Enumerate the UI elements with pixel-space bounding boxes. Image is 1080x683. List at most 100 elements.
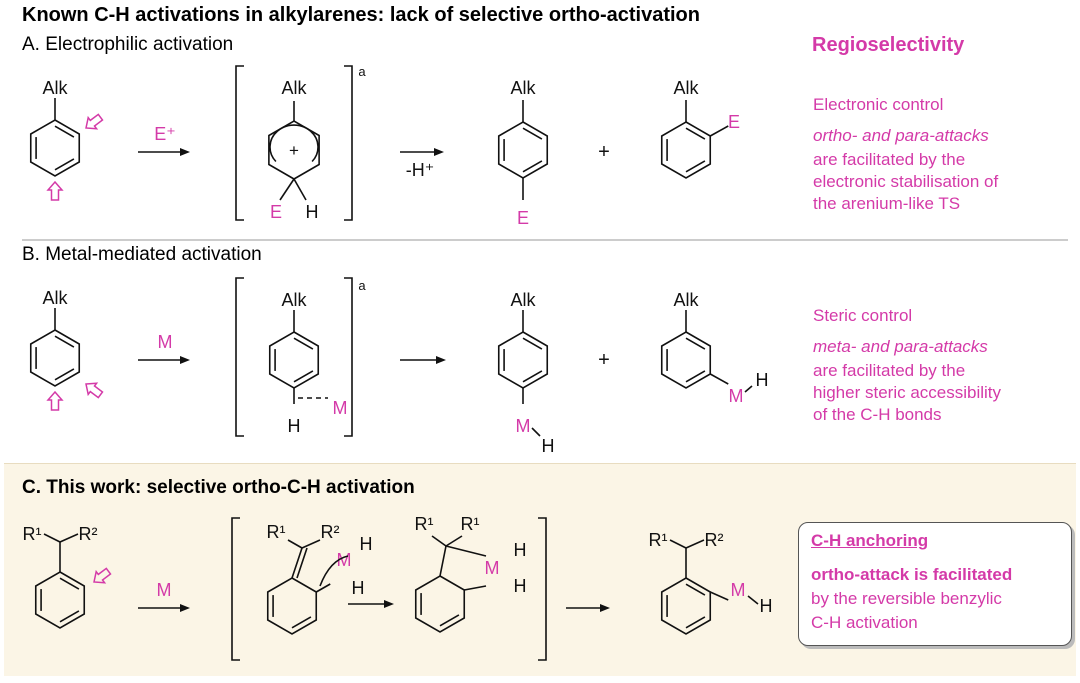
b-reaction-arrow-2-head — [436, 356, 446, 364]
a-reaction-arrow-1-head — [180, 148, 190, 156]
c-int1-r1-label: R¹ — [267, 522, 286, 542]
c-int1-r1-bond — [287, 539, 303, 549]
b-product-para-ring — [497, 331, 549, 389]
panel-b-line-3: of the C-H bonds — [813, 405, 942, 424]
c-int2-r1-bond — [431, 535, 447, 547]
c-int1-mh-top-label: H — [360, 534, 373, 554]
ch-anchoring-box: C-H anchoring ortho-attack is facilitate… — [798, 522, 1072, 646]
b-intermediate-alk-label: Alk — [281, 290, 307, 310]
b-para-h-label: H — [542, 436, 555, 456]
b-bracket-left — [235, 277, 244, 437]
b-start-ring — [29, 329, 81, 387]
c-int1-ortho-h-bond — [315, 583, 331, 593]
c-int2-m-label: M — [485, 558, 500, 578]
a-para-alk-label: Alk — [510, 78, 536, 98]
panel-c-line-2: C-H activation — [811, 613, 918, 632]
section-a-title: A. Electrophilic activation — [22, 34, 234, 55]
panel-a-line-3: the arenium-like TS — [813, 194, 961, 213]
panel-a-bold-line: ortho- and para-attacks — [813, 126, 989, 145]
c-int1-r2-label: R² — [321, 522, 340, 542]
a-product-para-ring — [497, 121, 549, 179]
c-reaction-arrow-2-head — [384, 600, 394, 608]
c-int2-r1b-label: R¹ — [461, 514, 480, 534]
a-product-ortho-ring — [660, 121, 712, 179]
steric-control-heading: Steric control — [813, 306, 913, 325]
b-bracket-right — [344, 277, 353, 437]
b-intermediate-ring — [268, 331, 320, 389]
c-reaction-arrow-1-head — [180, 604, 190, 612]
section-b-title: B. Metal-mediated activation — [22, 244, 262, 265]
c-product-h-label: H — [760, 596, 773, 616]
a-ortho-e-bond — [709, 125, 729, 137]
c-intermediate2-ring-double-bond — [439, 614, 460, 627]
c-int1-benzylic-double — [296, 547, 308, 579]
b-product-para-ring-double-bond — [522, 337, 543, 350]
c-reagent-label: M — [157, 580, 172, 600]
c-int2-r1b-bond — [445, 535, 463, 547]
c-start-r2-label: R² — [79, 524, 98, 544]
c-start-ring — [34, 571, 86, 629]
b-meta-alk-label: Alk — [673, 290, 699, 310]
c-intermediate1-ring-double-bond — [291, 616, 312, 629]
b-intermediate-h-label: H — [288, 416, 301, 436]
a-arenium-h-bond — [293, 178, 307, 201]
panel-c-bold-line: ortho-attack is facilitated — [811, 565, 1013, 584]
b-start-ring-double-bond — [54, 335, 75, 348]
c-product-m-label: M — [731, 580, 746, 600]
c-start-ring-double-bond — [59, 610, 80, 623]
a-arenium-delocalisation-arc — [269, 124, 319, 163]
a-start-ring-double-bond — [54, 125, 75, 138]
b-para-mh-bond — [531, 427, 541, 437]
c-int1-agostic-arc — [319, 555, 349, 587]
b-reagent-label: M — [158, 332, 173, 352]
b-meta-mh-bond — [744, 385, 753, 393]
c-product-m-bond — [709, 591, 729, 601]
section-c-title: C. This work: selective ortho-C-H activa… — [22, 477, 415, 498]
c-bracket-right — [538, 517, 547, 661]
panel-b-line-1: are facilitated by the — [813, 361, 966, 380]
c-ortho-attack-arrow — [93, 567, 112, 584]
c-int1-m-label: M — [337, 550, 352, 570]
b-meta-m-label: M — [729, 386, 744, 406]
panel-b-bold-line: meta- and para-attacks — [813, 337, 988, 356]
a-footnote-label: a — [358, 64, 366, 79]
a-para-e-label: E — [517, 208, 529, 228]
c-int1-r2-bond — [301, 539, 321, 549]
c-int2-benzylic-bond — [439, 545, 447, 577]
c-start-ring-double-bond — [59, 577, 80, 590]
panel-a-line-1: are facilitated by the — [813, 150, 966, 169]
c-intermediate1-ring — [266, 577, 318, 635]
a-arenium-e-label: E — [270, 202, 282, 222]
regioselectivity-heading: Regioselectivity — [812, 34, 965, 56]
c-int2-h-bottom-label: H — [514, 576, 527, 596]
c-start-r1-label: R¹ — [23, 524, 42, 544]
b-reaction-arrow-1-head — [180, 356, 190, 364]
c-product-ring-double-bond — [685, 616, 706, 629]
b-intermediate-m-label: M — [333, 398, 348, 418]
figure-title: Known C-H activations in alkylarenes: la… — [22, 4, 700, 26]
c-int2-h-top-label: H — [514, 540, 527, 560]
b-meta-attack-arrow — [85, 382, 104, 399]
c-int1-benzylic-bond — [291, 547, 303, 579]
a-product-ortho-ring-double-bond — [685, 127, 706, 140]
a-para-attack-arrow — [46, 180, 64, 201]
c-product-r2-bond — [685, 539, 705, 549]
a-product-para-ring-double-bond — [522, 127, 543, 140]
c-int2-r1-label: R¹ — [415, 514, 434, 534]
c-product-mh-bond — [747, 595, 759, 605]
c-product-r1-label: R¹ — [649, 530, 668, 550]
b-meta-h-label: H — [756, 370, 769, 390]
a-bracket-right — [344, 65, 353, 221]
panel-a-line-2: electronic stabilisation of — [813, 172, 999, 191]
a-arenium-alk-label: Alk — [281, 78, 307, 98]
c-product-ring-double-bond — [685, 583, 706, 596]
a-ortho-e-label: E — [728, 112, 740, 132]
c-int2-metallacycle-side — [464, 585, 487, 591]
a-ortho-alk-label: Alk — [673, 78, 699, 98]
b-para-attack-arrow — [46, 390, 64, 411]
b-product-meta-ring — [660, 331, 712, 389]
b-start-alk-label: Alk — [42, 288, 68, 308]
c-reaction-arrow-3-head — [600, 604, 610, 612]
b-para-alk-label: Alk — [510, 290, 536, 310]
b-product-para-ring-double-bond — [522, 370, 543, 383]
